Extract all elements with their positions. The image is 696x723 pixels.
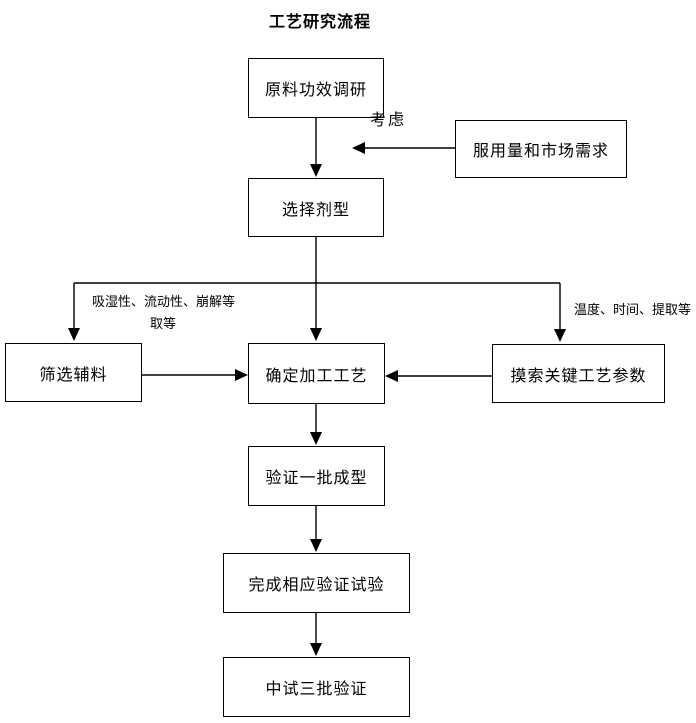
node-determine-process-label: 确定加工工艺 <box>265 367 368 385</box>
edge-label-right-branch: 温度、时间、提取等 <box>574 302 692 317</box>
arrowhead-splitter-to-determine <box>310 328 322 341</box>
arrowhead-complete-to-pilot <box>310 643 322 656</box>
node-dosage-market-demand-label: 服用量和市场需求 <box>472 143 609 160</box>
arrowhead-splitter-to-screen <box>68 328 80 341</box>
node-select-dosage-form-label: 选择剂型 <box>281 201 350 219</box>
node-dosage-market-demand: 服用量和市场需求 <box>455 120 627 178</box>
node-explore-key-parameters-label: 摸索关键工艺参数 <box>510 367 647 385</box>
node-determine-process: 确定加工工艺 <box>248 343 385 404</box>
node-select-dosage-form: 选择剂型 <box>248 178 384 237</box>
node-validate-one-batch: 验证一批成型 <box>248 446 385 506</box>
node-pilot-three-batches-label: 中试三批验证 <box>265 681 368 698</box>
edge-label-left-branch-line2: 取等 <box>150 316 177 331</box>
arrowhead-explore-to-determine <box>385 370 398 382</box>
node-screen-excipients-label: 筛选辅料 <box>39 366 108 384</box>
node-validate-one-batch-label: 验证一批成型 <box>265 470 368 487</box>
arrowhead-dosage-to-flow <box>352 142 365 154</box>
node-complete-validation-tests-label: 完成相应验证试验 <box>248 577 385 594</box>
diagram-title: 工艺研究流程 <box>268 14 371 31</box>
node-pilot-three-batches: 中试三批验证 <box>223 657 410 717</box>
edge-label-left-branch-line1: 吸湿性、流动性、崩解等 <box>92 294 236 309</box>
arrowhead-screen-to-determine <box>235 369 248 381</box>
node-raw-material-research-label: 原料功效调研 <box>264 82 367 99</box>
edge-label-consider: 考虑 <box>370 112 407 129</box>
arrowhead-splitter-to-explore <box>554 329 566 342</box>
node-screen-excipients: 筛选辅料 <box>5 343 142 402</box>
node-raw-material-research: 原料功效调研 <box>248 58 384 118</box>
node-explore-key-parameters: 摸索关键工艺参数 <box>492 344 665 403</box>
node-complete-validation-tests: 完成相应验证试验 <box>223 553 410 613</box>
arrowhead-raw-to-select <box>310 164 322 177</box>
arrowhead-determine-to-validate <box>310 432 322 445</box>
arrowhead-validate-to-complete <box>310 539 322 552</box>
